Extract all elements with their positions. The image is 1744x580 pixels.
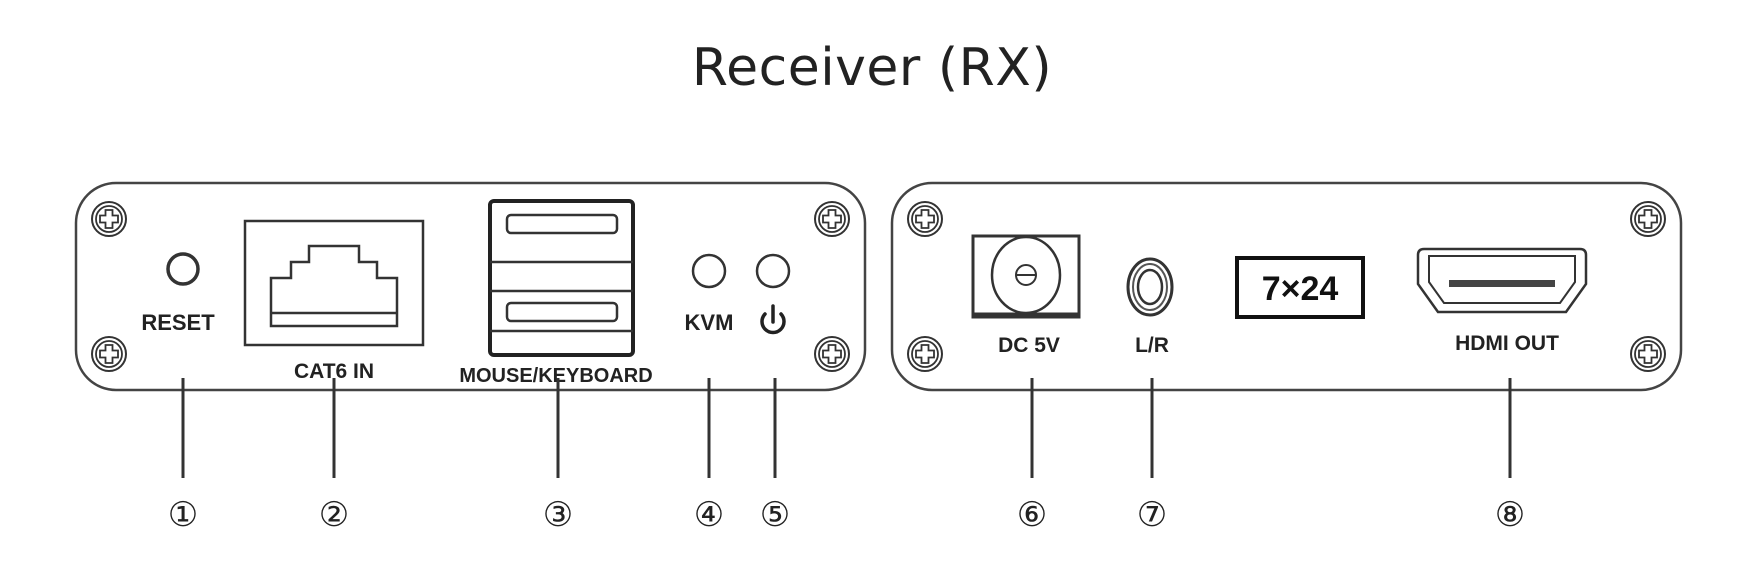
callout-number: ⑤: [760, 495, 790, 535]
uptime-badge-text: 7×24: [1262, 270, 1339, 308]
screw-icon: [814, 336, 850, 372]
screw-icon: [91, 336, 127, 372]
lr-label: L/R: [1135, 334, 1169, 357]
callout-number: ④: [694, 495, 724, 535]
kvm-led-icon: [691, 253, 727, 289]
hdmi-out-label: HDMI OUT: [1455, 332, 1559, 355]
callout-number: ⑧: [1495, 495, 1525, 535]
reset-button: [166, 252, 200, 286]
audio-jack-icon: [1126, 257, 1174, 317]
callout-number: ②: [319, 495, 349, 535]
screw-icon: [1630, 336, 1666, 372]
hdmi-port-icon: [1416, 247, 1588, 314]
reset-label: RESET: [141, 310, 215, 335]
diagram-title: Receiver (RX): [691, 38, 1053, 98]
front-panel: RESET CAT6 IN MOUSE/KEYBOARD KVM: [74, 181, 867, 392]
power-icon: [760, 304, 786, 335]
reset-hole-icon: [166, 252, 200, 286]
callout-number: ③: [543, 495, 573, 535]
usb-ports-icon: [488, 199, 635, 357]
screw-icon: [907, 201, 943, 237]
power-led-icon: [755, 253, 791, 289]
screw-icon: [91, 201, 127, 237]
front-panel-outline: [74, 181, 867, 392]
screw-icon: [1630, 201, 1666, 237]
callout-number: ⑥: [1017, 495, 1047, 535]
callout-number: ⑦: [1137, 495, 1167, 535]
uptime-badge: 7×24: [1235, 256, 1365, 319]
callout-number: ①: [168, 495, 198, 535]
screw-icon: [907, 336, 943, 372]
rear-panel: DC 5V L/R 7×24 HDMI OUT: [890, 181, 1683, 392]
rj45-port-icon: [243, 219, 425, 347]
screw-icon: [814, 201, 850, 237]
mouse-keyboard-label: MOUSE/KEYBOARD: [459, 365, 652, 387]
kvm-label: KVM: [685, 310, 734, 335]
dc-power-jack-icon: [971, 234, 1081, 319]
dc-5v-label: DC 5V: [998, 334, 1060, 357]
cat6-in-label: CAT6 IN: [294, 360, 374, 383]
